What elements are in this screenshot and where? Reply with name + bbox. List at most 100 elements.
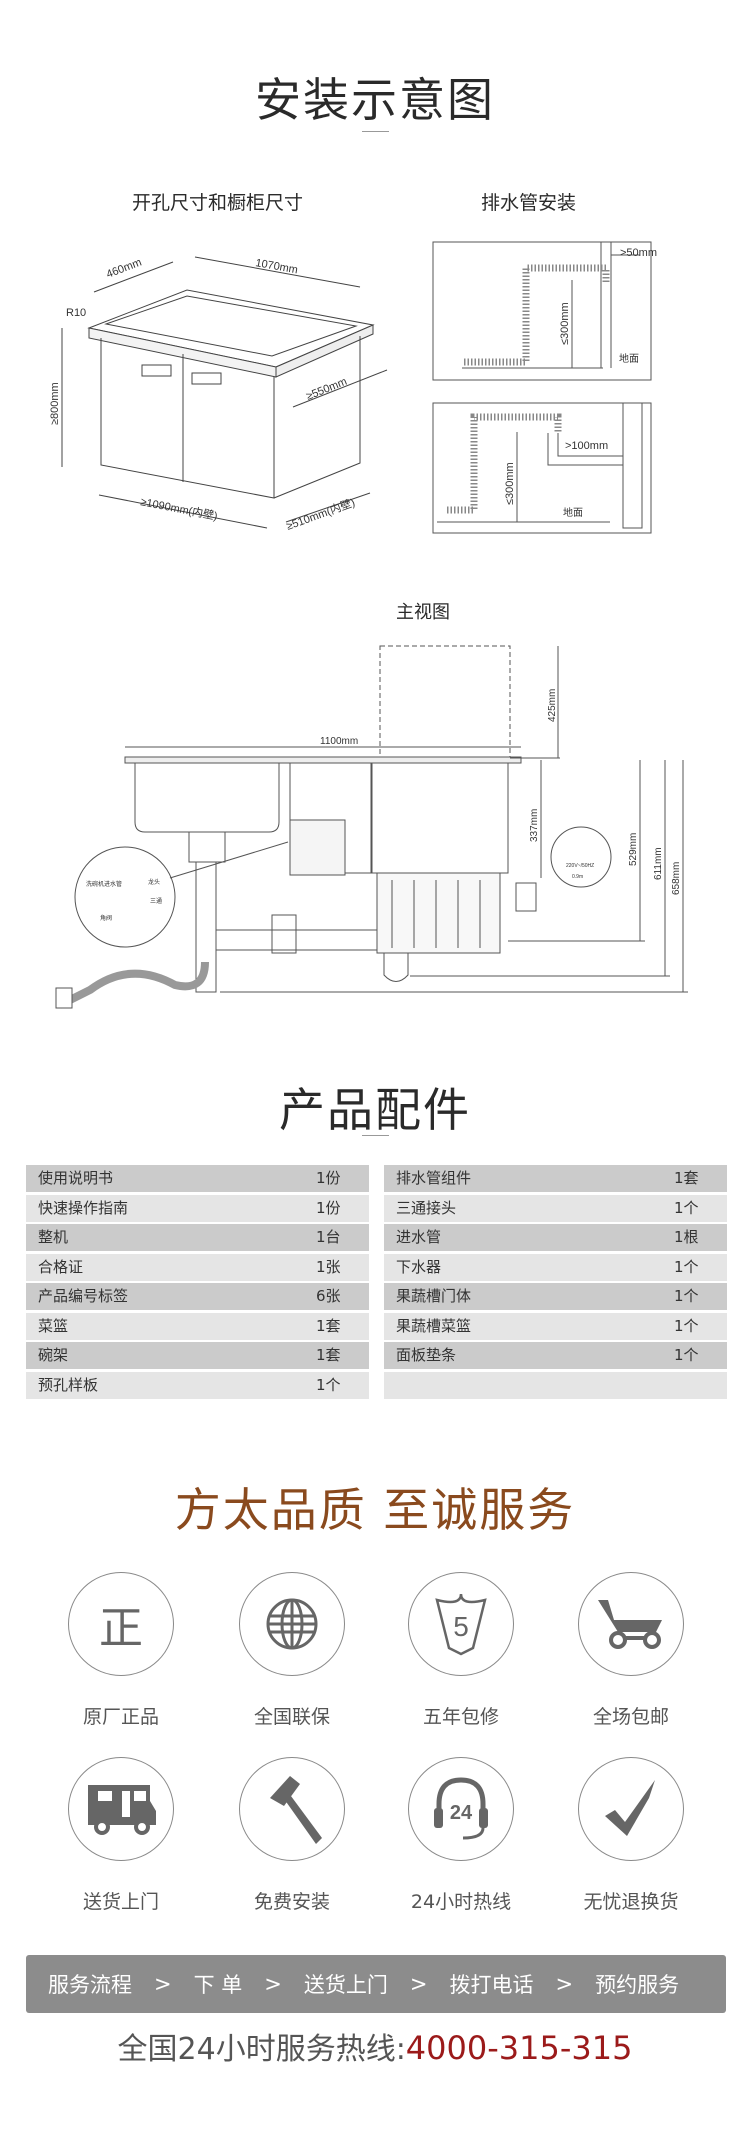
accessory-qty: 1套 (316, 1346, 341, 1364)
front-view-title: 主视图 (396, 602, 450, 623)
chevron-right-icon: > (264, 1972, 282, 1996)
lid-outline (379, 645, 511, 759)
hotline-label: 全国24小时服务热线: (117, 2032, 406, 2067)
service-title: 方太品质 至诚服务 (174, 1483, 576, 1537)
drain1-floor: 地面 (619, 352, 639, 365)
hotline-number: 4000-315-315 (405, 2029, 633, 2067)
accessory-qty: 1套 (316, 1316, 341, 1335)
front-view-diagram: 1100mm 425mm 337mm 529mm 611mm 658mm 洗碗机… (55, 645, 688, 1009)
accessory-name: 果蔬槽菜篮 (396, 1316, 472, 1335)
headset-icon: 24 (408, 1757, 514, 1861)
service-label: 全国联保 (253, 1706, 330, 1728)
left-bowl (134, 763, 280, 833)
cabinet-title: 开孔尺寸和橱柜尺寸 (132, 192, 304, 214)
accessory-name: 碗架 (38, 1346, 69, 1364)
accessory-qty: 1张 (316, 1257, 341, 1276)
chevron-right-icon: > (555, 1972, 574, 1996)
cabinet-drain-diagram: 460mm 1070mm R10 ≥800mm ≥550mm ≥1090mm(内… (49, 241, 657, 534)
motor-box (376, 872, 501, 954)
inset-dishwasher: 洗碗机进水管 (86, 880, 122, 888)
service-item: 正原厂正品 (36, 1572, 206, 1729)
flow-step: 送货上门 (303, 1973, 388, 1997)
drain1-gap: >50mm (620, 247, 657, 259)
accessory-row: 果蔬槽菜篮 1个 (384, 1312, 727, 1340)
accessory-qty: 1台 (316, 1228, 341, 1246)
service-item: 无忧退换货 (546, 1757, 716, 1914)
accessory-row (384, 1371, 727, 1399)
service-flow-bar: 服务流程>下 单>送货上门>拨打电话>预约服务 (26, 1955, 726, 2013)
right-bowl (370, 762, 509, 874)
dim-611: 611mm (653, 847, 664, 880)
accessory-qty: 1个 (674, 1198, 699, 1217)
accessory-name: 三通接头 (396, 1198, 457, 1217)
power-circle (550, 826, 612, 888)
door-handle-right (191, 372, 222, 385)
accessory-name: 菜篮 (38, 1316, 69, 1335)
hotline: 全国24小时服务热线:4000-315-315 (0, 2024, 750, 2068)
drain-diagram-1 (432, 241, 652, 381)
svg-text:5: 5 (453, 1611, 469, 1642)
accessory-name: 排水管组件 (396, 1169, 472, 1187)
inset-valve: 角阀 (100, 914, 112, 922)
countertop (124, 756, 522, 764)
chevron-right-icon: > (154, 1972, 172, 1996)
flow-step: 拨打电话 (449, 1973, 534, 1997)
accessory-qty: 1个 (674, 1346, 699, 1364)
dim-inner-top: ≥550mm (305, 376, 349, 403)
inset-faucet: 龙头 (148, 878, 160, 886)
accessory-qty: 1份 (316, 1198, 341, 1217)
service-label: 免费安装 (253, 1891, 330, 1913)
inset-circle (74, 846, 176, 948)
service-item: 全国联保 (207, 1572, 377, 1729)
accessory-name: 产品编号标签 (38, 1287, 129, 1305)
power-voltage: 220V~/50HZ (566, 863, 594, 869)
dim-425: 425mm (547, 689, 558, 722)
dim-depth: 460mm (105, 256, 144, 280)
install-title: 安装示意图 (255, 73, 495, 127)
drain-diagram-2 (432, 402, 652, 534)
drain-title: 排水管安装 (481, 192, 577, 214)
drain-pipe (195, 861, 217, 993)
service-label: 24小时热线 (410, 1891, 512, 1913)
title-underline (362, 1135, 389, 1136)
dim-height: ≥800mm (49, 382, 61, 425)
door-handle-left (141, 364, 172, 377)
dim-inner-width: ≥1090mm(内壁) (139, 494, 218, 523)
genuine-icon: 正 (68, 1572, 174, 1676)
accessory-name: 进水管 (396, 1228, 442, 1246)
accessory-qty: 1份 (316, 1169, 341, 1187)
service-label: 原厂正品 (82, 1706, 159, 1728)
service-item: 免费安装 (207, 1757, 377, 1914)
drain2-gap: >100mm (565, 440, 608, 452)
accessory-row: 整机 1台 (26, 1224, 369, 1251)
accessories-title: 产品配件 (279, 1083, 471, 1137)
accessory-name: 果蔬槽门体 (396, 1287, 472, 1305)
accessory-row: 合格证 1张 (26, 1253, 369, 1281)
service-item: 送货上门 (36, 1757, 206, 1914)
accessory-row: 碗架 1套 (26, 1342, 369, 1369)
chevron-right-icon: > (409, 1972, 428, 1996)
accessory-name: 面板垫条 (396, 1346, 457, 1364)
shield-5-icon: 5 (408, 1572, 514, 1676)
flow-step: 下 单 (193, 1973, 243, 1997)
flow-step: 预约服务 (595, 1973, 680, 1997)
title-underline (362, 131, 389, 132)
service-item: 5 五年包修 (376, 1572, 546, 1729)
check-icon (578, 1757, 684, 1861)
dim-width: 1070mm (254, 257, 298, 276)
service-label: 五年包修 (422, 1706, 499, 1728)
accessory-name: 整机 (38, 1228, 69, 1246)
service-item: 全场包邮 (546, 1572, 716, 1729)
accessory-qty: 1个 (674, 1316, 699, 1335)
accessory-name: 下水器 (396, 1257, 442, 1276)
socket (515, 882, 537, 912)
dim-658: 658mm (671, 862, 682, 895)
accessory-row: 三通接头 1个 (384, 1194, 727, 1222)
svg-text:24: 24 (450, 1802, 473, 1824)
dim-529: 529mm (628, 833, 639, 866)
service-label: 无忧退换货 (583, 1891, 679, 1913)
accessory-name: 合格证 (38, 1257, 84, 1276)
